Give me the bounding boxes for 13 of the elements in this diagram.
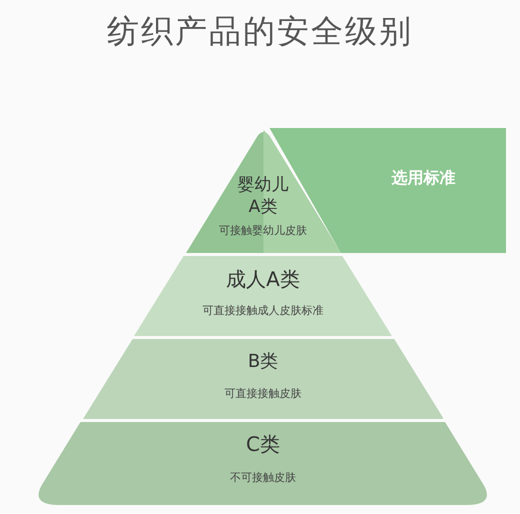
tier-description: 可直接接触成人皮肤标准	[201, 303, 324, 318]
tier-description: 可接触婴幼儿皮肤	[218, 223, 308, 238]
tier-heading: 婴幼儿A类	[236, 174, 290, 218]
tier-description: 可直接接触皮肤	[223, 386, 302, 402]
tier-description: 不可接触皮肤	[228, 470, 297, 486]
tier-heading: B类	[246, 350, 280, 374]
pyramid-tier	[134, 256, 392, 336]
pyramid-tier	[82, 339, 444, 419]
tier-heading: 选用标准	[390, 168, 456, 190]
tier-heading: 成人A类	[225, 266, 301, 293]
title: 纺织产品的安全级别	[106, 11, 414, 52]
pyramid-tier	[186, 128, 340, 253]
tier-heading: C类	[245, 431, 281, 458]
